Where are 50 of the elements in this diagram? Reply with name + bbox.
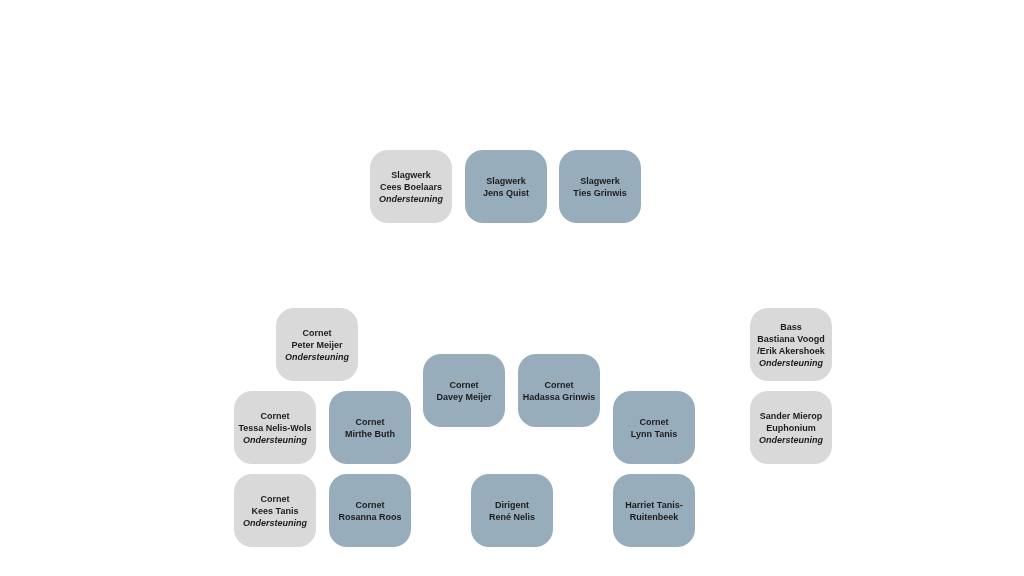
card-text: Rosanna Roos xyxy=(338,510,402,523)
support-member-card xyxy=(234,474,316,547)
card-text: Lynn Tanis xyxy=(630,427,678,440)
member-card xyxy=(613,391,695,464)
role-label: Ondersteuning xyxy=(285,350,349,363)
support-member-card xyxy=(234,391,316,464)
card-text: Ties Grinwis xyxy=(573,186,627,199)
role-label: Ondersteuning xyxy=(759,433,823,446)
support-member-card xyxy=(750,391,832,464)
card-text: Cornet xyxy=(260,409,290,422)
card-text: Slagwerk xyxy=(580,174,620,187)
member-card xyxy=(329,474,411,547)
card-text: Cornet xyxy=(302,326,332,339)
card-text: Slagwerk xyxy=(486,174,526,187)
card-text: Cees Boelaars xyxy=(379,180,442,193)
member-card xyxy=(613,474,695,547)
role-label: Ondersteuning xyxy=(243,433,307,446)
card-text: Dirigent xyxy=(495,498,529,511)
member-card xyxy=(471,474,553,547)
card-text: Hadassa Grinwis xyxy=(522,390,596,403)
member-card xyxy=(465,150,547,223)
support-member-card xyxy=(750,308,832,381)
card-text: Cornet xyxy=(355,498,385,511)
card-text: Euphonium xyxy=(766,421,816,434)
card-text: Cornet xyxy=(639,415,669,428)
card-text: Cornet xyxy=(544,378,574,391)
card-text: Jens Quist xyxy=(483,186,529,199)
member-card xyxy=(329,391,411,464)
card-text: Harriet Tanis-Ruitenbeek xyxy=(624,498,684,523)
card-text: Peter Meijer xyxy=(291,338,343,351)
card-text: Sander Mierop xyxy=(759,409,823,422)
support-member-card xyxy=(276,308,358,381)
card-text: Kees Tanis xyxy=(251,504,299,517)
card-text: Slagwerk xyxy=(391,168,431,181)
card-text: Cornet xyxy=(449,378,479,391)
role-label: Ondersteuning xyxy=(379,192,443,205)
member-card xyxy=(559,150,641,223)
member-card xyxy=(518,354,600,427)
role-label: Ondersteuning xyxy=(759,356,823,369)
card-text: Bass xyxy=(780,320,802,333)
card-text: Cornet xyxy=(355,415,385,428)
card-text: Bastiana Voogd /Erik Akershoek xyxy=(756,332,826,357)
support-member-card xyxy=(370,150,452,223)
role-label: Ondersteuning xyxy=(243,516,307,529)
card-text: Davey Meijer xyxy=(436,390,492,403)
member-card xyxy=(423,354,505,427)
card-text: Cornet xyxy=(260,492,290,505)
card-text: Tessa Nelis-Wols xyxy=(238,421,312,434)
card-text: Mirthe Buth xyxy=(345,427,395,440)
card-text: René Nelis xyxy=(489,510,535,523)
